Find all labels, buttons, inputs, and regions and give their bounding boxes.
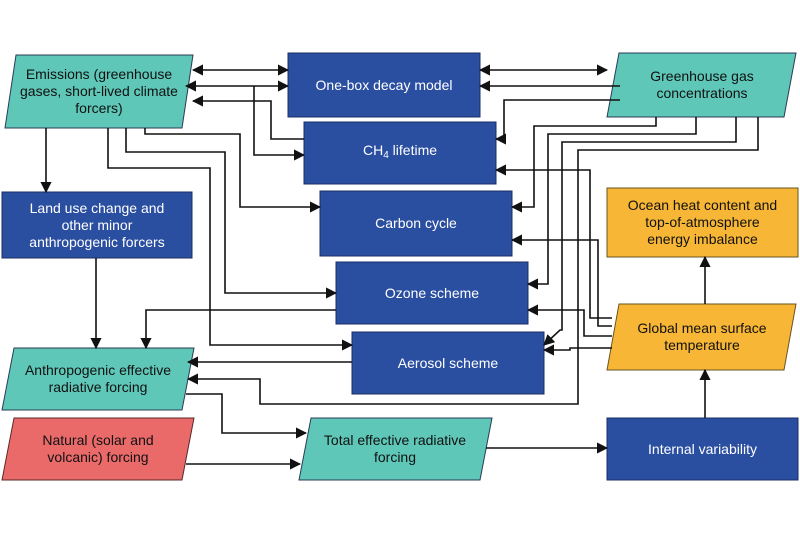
arrow-ghg-anthro [186, 117, 759, 405]
one-box-node [287, 52, 481, 118]
total-erf-node [298, 417, 493, 481]
arrow-emissions-carbon [144, 128, 322, 213]
carbon-cycle-node [319, 190, 513, 257]
arrow-ghg-aerosol [543, 117, 737, 346]
arrow-gmst-ch4 [494, 164, 612, 319]
arrow-anthro-total [186, 393, 308, 439]
arrow-gmst-ozone [526, 304, 612, 337]
emissions-node [4, 54, 194, 129]
arrow-emissions-ch4 [253, 86, 306, 161]
arrow-ghg-carbon [510, 117, 657, 213]
natural-forcing-node [1, 417, 195, 481]
internal-variability-node [606, 417, 799, 481]
ocean-heat-node [606, 187, 799, 258]
ch4-lifetime-node [303, 121, 497, 185]
aerosol-scheme-node [351, 331, 545, 395]
arrow-onebox-emissions-2 [191, 95, 304, 140]
arrow-gmst-carbon [510, 234, 612, 327]
arrow-ozone-anthro [140, 309, 336, 350]
arrow-ghg-ozone [526, 117, 697, 290]
land-use-node [1, 191, 193, 259]
arrow-emissions-aerosol [107, 128, 354, 351]
arrow-emissions-ozone [125, 128, 338, 299]
ozone-scheme-node [335, 261, 529, 325]
anthro-erf-node [1, 347, 195, 411]
arrow-gmst-aerosol [542, 344, 612, 356]
ghg-concentrations-node [606, 52, 797, 118]
gmst-node [606, 303, 797, 371]
arrow-ghg-ch4 [494, 99, 620, 145]
